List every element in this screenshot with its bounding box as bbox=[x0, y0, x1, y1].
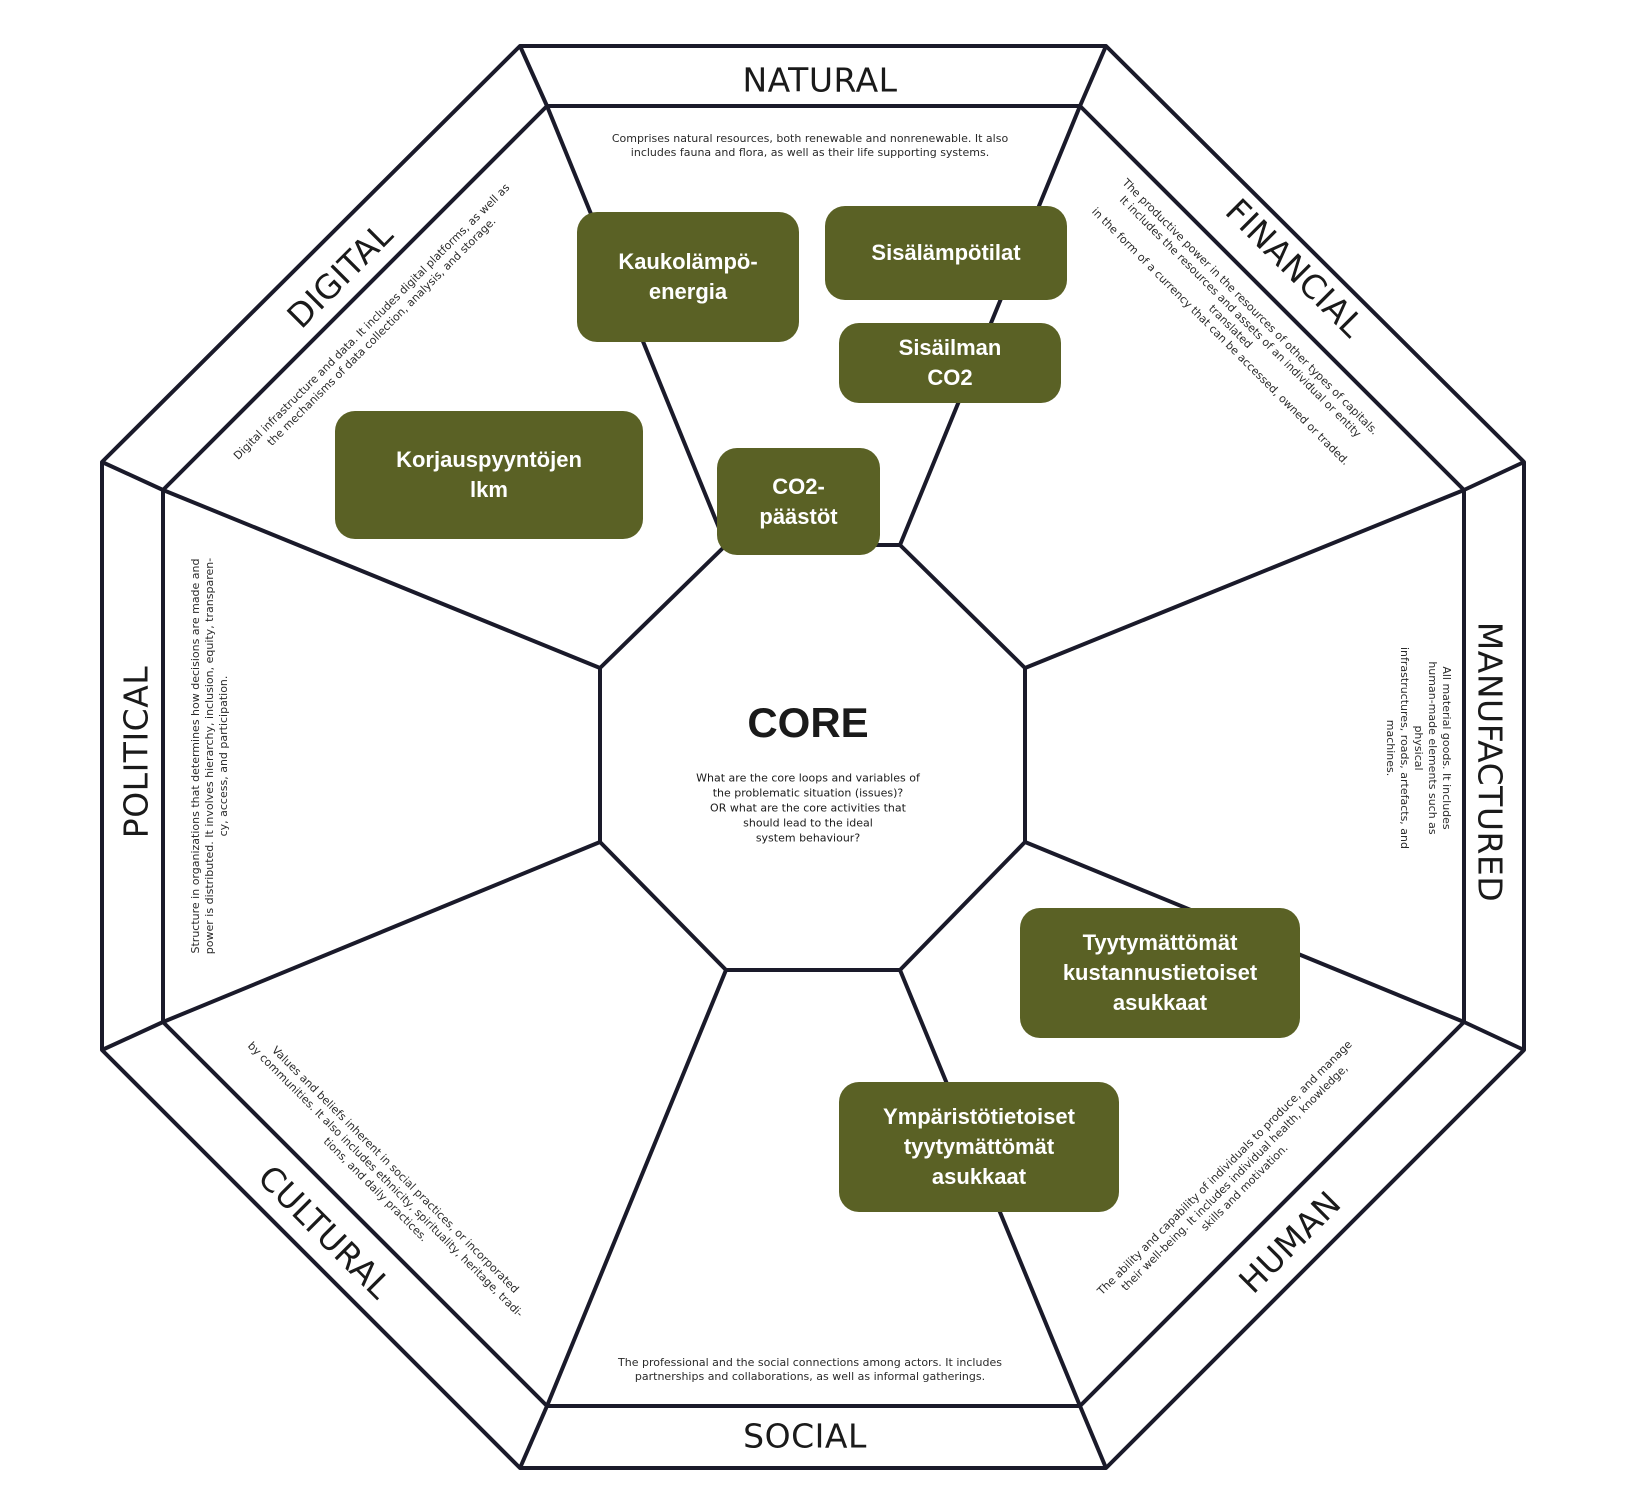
variable-co2-paastot[interactable]: CO2- päästöt bbox=[717, 448, 880, 555]
variable-label: Ympäristötietoiset tyytymättömät asukkaa… bbox=[883, 1104, 1075, 1189]
variable-ymparistotietoiset-tyytymattomat[interactable]: Ympäristötietoiset tyytymättömät asukkaa… bbox=[839, 1082, 1119, 1212]
core-octagon bbox=[598, 543, 1027, 972]
variable-sisalampotilat[interactable]: Sisälämpötilat bbox=[825, 206, 1067, 300]
variable-sisailman-co2[interactable]: Sisäilman CO2 bbox=[839, 323, 1061, 403]
core-title: CORE bbox=[747, 699, 869, 746]
variable-label: Kaukolämpö- energia bbox=[618, 249, 758, 304]
variable-label: Korjauspyyntöjen lkm bbox=[396, 447, 582, 502]
variable-label: Tyytymättömät kustannustietoiset asukkaa… bbox=[1062, 930, 1258, 1015]
description-text: Structure in organizations that determin… bbox=[189, 557, 230, 955]
variable-label: CO2- päästöt bbox=[759, 473, 838, 529]
core-question-text: What are the core loops and variables of… bbox=[696, 771, 920, 845]
description-natural: Comprises natural resources, both renewa… bbox=[612, 132, 1008, 160]
description-political: Structure in organizations that determin… bbox=[189, 558, 231, 954]
label-political: POLITICAL bbox=[116, 665, 156, 839]
description-text: The professional and the social connecti… bbox=[618, 1356, 1002, 1383]
description-text: All material goods. It includes human-ma… bbox=[1384, 646, 1453, 849]
variable-korjauspyyntojen-lkm[interactable]: Korjauspyyntöjen lkm bbox=[335, 411, 643, 539]
description-manufactured: All material goods. It includes human-ma… bbox=[1383, 644, 1453, 852]
variable-label: Sisälämpötilat bbox=[871, 240, 1021, 265]
label-manufactured: MANUFACTURED bbox=[1470, 621, 1510, 903]
label-social: SOCIAL bbox=[743, 1416, 867, 1456]
label-natural: NATURAL bbox=[742, 60, 898, 100]
variable-label: Sisäilman CO2 bbox=[898, 335, 1002, 390]
variable-tyytymattomat-kustannustietoiset[interactable]: Tyytymättömät kustannustietoiset asukkaa… bbox=[1020, 908, 1300, 1038]
core-question: What are the core loops and variables of… bbox=[678, 771, 938, 846]
variable-kaukolampo-energia[interactable]: Kaukolämpö- energia bbox=[577, 212, 799, 342]
description-social: The professional and the social connecti… bbox=[618, 1356, 1002, 1384]
description-text: Comprises natural resources, both renewa… bbox=[611, 132, 1009, 159]
